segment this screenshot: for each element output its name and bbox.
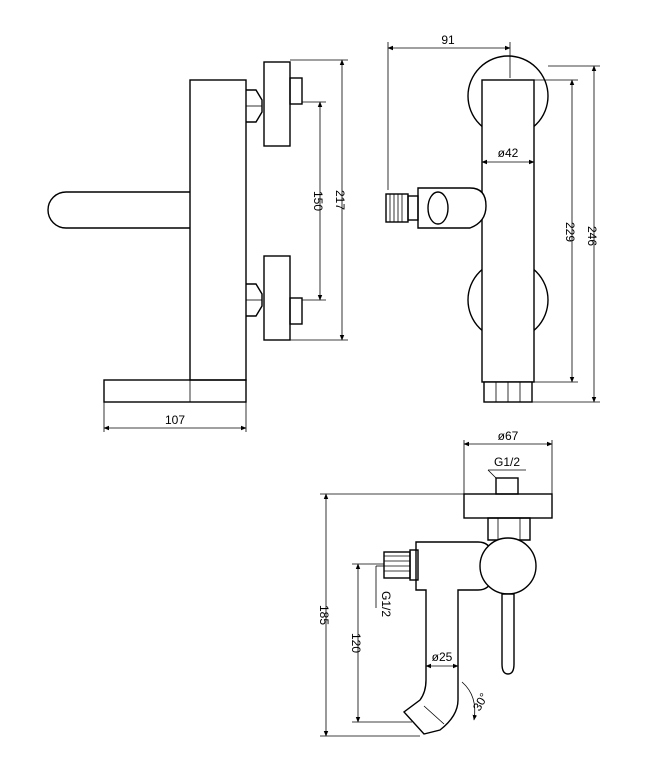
side-upper-connector: [246, 61, 303, 147]
side-spout: [47, 191, 190, 229]
side-height-dimension: 217: [333, 190, 347, 210]
bottom-spout-diameter-dimension: ø25: [432, 650, 453, 664]
bottom-outlet-thread-label: G1/2: [379, 591, 393, 617]
bottom-lever: [501, 593, 515, 675]
side-lower-connector: [246, 255, 303, 341]
front-diameter-dimension: ø42: [498, 146, 519, 160]
bottom-hex-nut: [487, 517, 531, 541]
front-body: [481, 79, 535, 383]
front-body-height-dimension: 229: [563, 222, 577, 242]
front-outlet-connector: [417, 187, 487, 229]
bottom-inlet-thread-label: G1/2: [494, 455, 520, 469]
bottom-handle-disc: [479, 537, 537, 595]
bottom-overall-dimension: 185: [317, 605, 331, 625]
side-centers-dimension: 150: [311, 191, 325, 211]
bottom-spout-drop-dimension: 120: [349, 633, 363, 653]
side-view: 150 217 107: [47, 59, 348, 432]
bottom-inlet-stub: [495, 477, 519, 495]
front-overall-height-dimension: 246: [585, 226, 599, 246]
bottom-view: ø67 G1/2 185 120 G1/2 ø25 30°: [317, 429, 553, 737]
front-thread: [385, 193, 409, 223]
bottom-flange-diameter-dimension: ø67: [498, 429, 519, 443]
front-view: 91 ø42 229 246: [385, 33, 600, 403]
bottom-spout-angle-dimension: 30°: [470, 690, 491, 713]
side-base-plate: [103, 379, 247, 403]
side-body: [189, 79, 247, 381]
front-depth-dimension: 91: [441, 33, 455, 47]
side-width-dimension: 107: [165, 413, 185, 427]
bottom-flange: [463, 493, 553, 519]
